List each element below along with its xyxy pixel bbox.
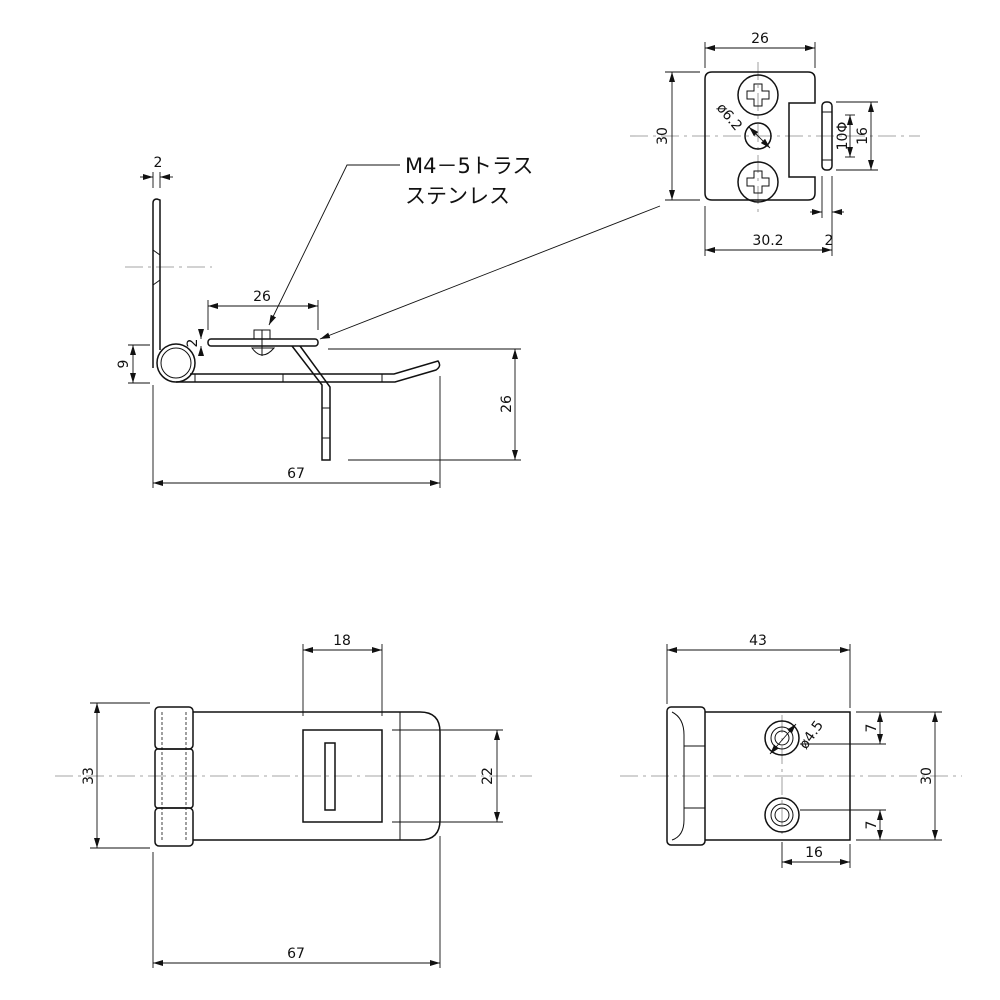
side-view: 2 26 2 9 26 67 M4－5トラス ステンレス — [116, 154, 661, 488]
dim-hole-dia: ø4.5 — [796, 718, 827, 752]
hinge-knuckle — [156, 343, 196, 383]
dim-height: 33 — [81, 767, 97, 785]
hasp-slot — [324, 742, 336, 811]
center-hole — [744, 122, 772, 150]
dim-hole-offset-bottom: 7 — [864, 821, 880, 830]
dim-width: 43 — [749, 633, 767, 649]
staple-view: ø4.5 43 30 7 7 16 — [620, 633, 962, 868]
dim-plate-thickness: 2 — [154, 155, 163, 171]
hinge-leaf — [152, 198, 161, 368]
catch-plate — [704, 71, 816, 201]
front-view: 18 33 22 67 — [55, 633, 532, 968]
screw-head-icon — [737, 74, 779, 116]
dim-hole-offset-top: 7 — [864, 724, 880, 733]
staple-plate — [705, 711, 851, 841]
detail-leader — [319, 205, 661, 340]
hasp-arm — [176, 360, 441, 383]
screw-head-icon — [737, 161, 779, 203]
dim-leg-height: 26 — [499, 395, 515, 413]
callout-leader — [268, 164, 400, 326]
detail-view: ø6.2 26 30 16 10Φ 30.2 2 — [630, 31, 920, 256]
screw-hole-icon — [764, 797, 800, 833]
dim-tab-height: 16 — [855, 127, 871, 145]
dim-tab-dia: 10Φ — [835, 122, 851, 151]
dim-overall-length: 67 — [287, 466, 305, 482]
hasp-body — [193, 711, 441, 841]
dim-tab-thickness: 2 — [825, 233, 834, 249]
screw-icon — [251, 329, 276, 356]
callout-material: ステンレス — [405, 184, 510, 208]
dim-window-height: 22 — [480, 767, 496, 785]
dim-height: 30 — [919, 767, 935, 785]
dim-overall-width: 30.2 — [752, 233, 783, 249]
callout-screw-spec: M4－5トラス — [405, 154, 533, 178]
dim-hasp-thickness: 2 — [185, 339, 201, 348]
dim-overall-length: 67 — [287, 946, 305, 962]
dim-hasp-length: 26 — [253, 289, 271, 305]
dim-hole-from-edge: 16 — [805, 845, 823, 861]
dim-window-width: 18 — [333, 633, 351, 649]
catch-leg — [291, 345, 331, 461]
dim-width: 26 — [751, 31, 769, 47]
dim-height: 30 — [655, 127, 671, 145]
catch-tab — [821, 101, 833, 171]
dim-knuckle-height: 9 — [116, 360, 132, 369]
hinge-knuckles — [154, 706, 194, 847]
hasp-plate — [207, 338, 319, 347]
hasp-window — [302, 729, 383, 823]
